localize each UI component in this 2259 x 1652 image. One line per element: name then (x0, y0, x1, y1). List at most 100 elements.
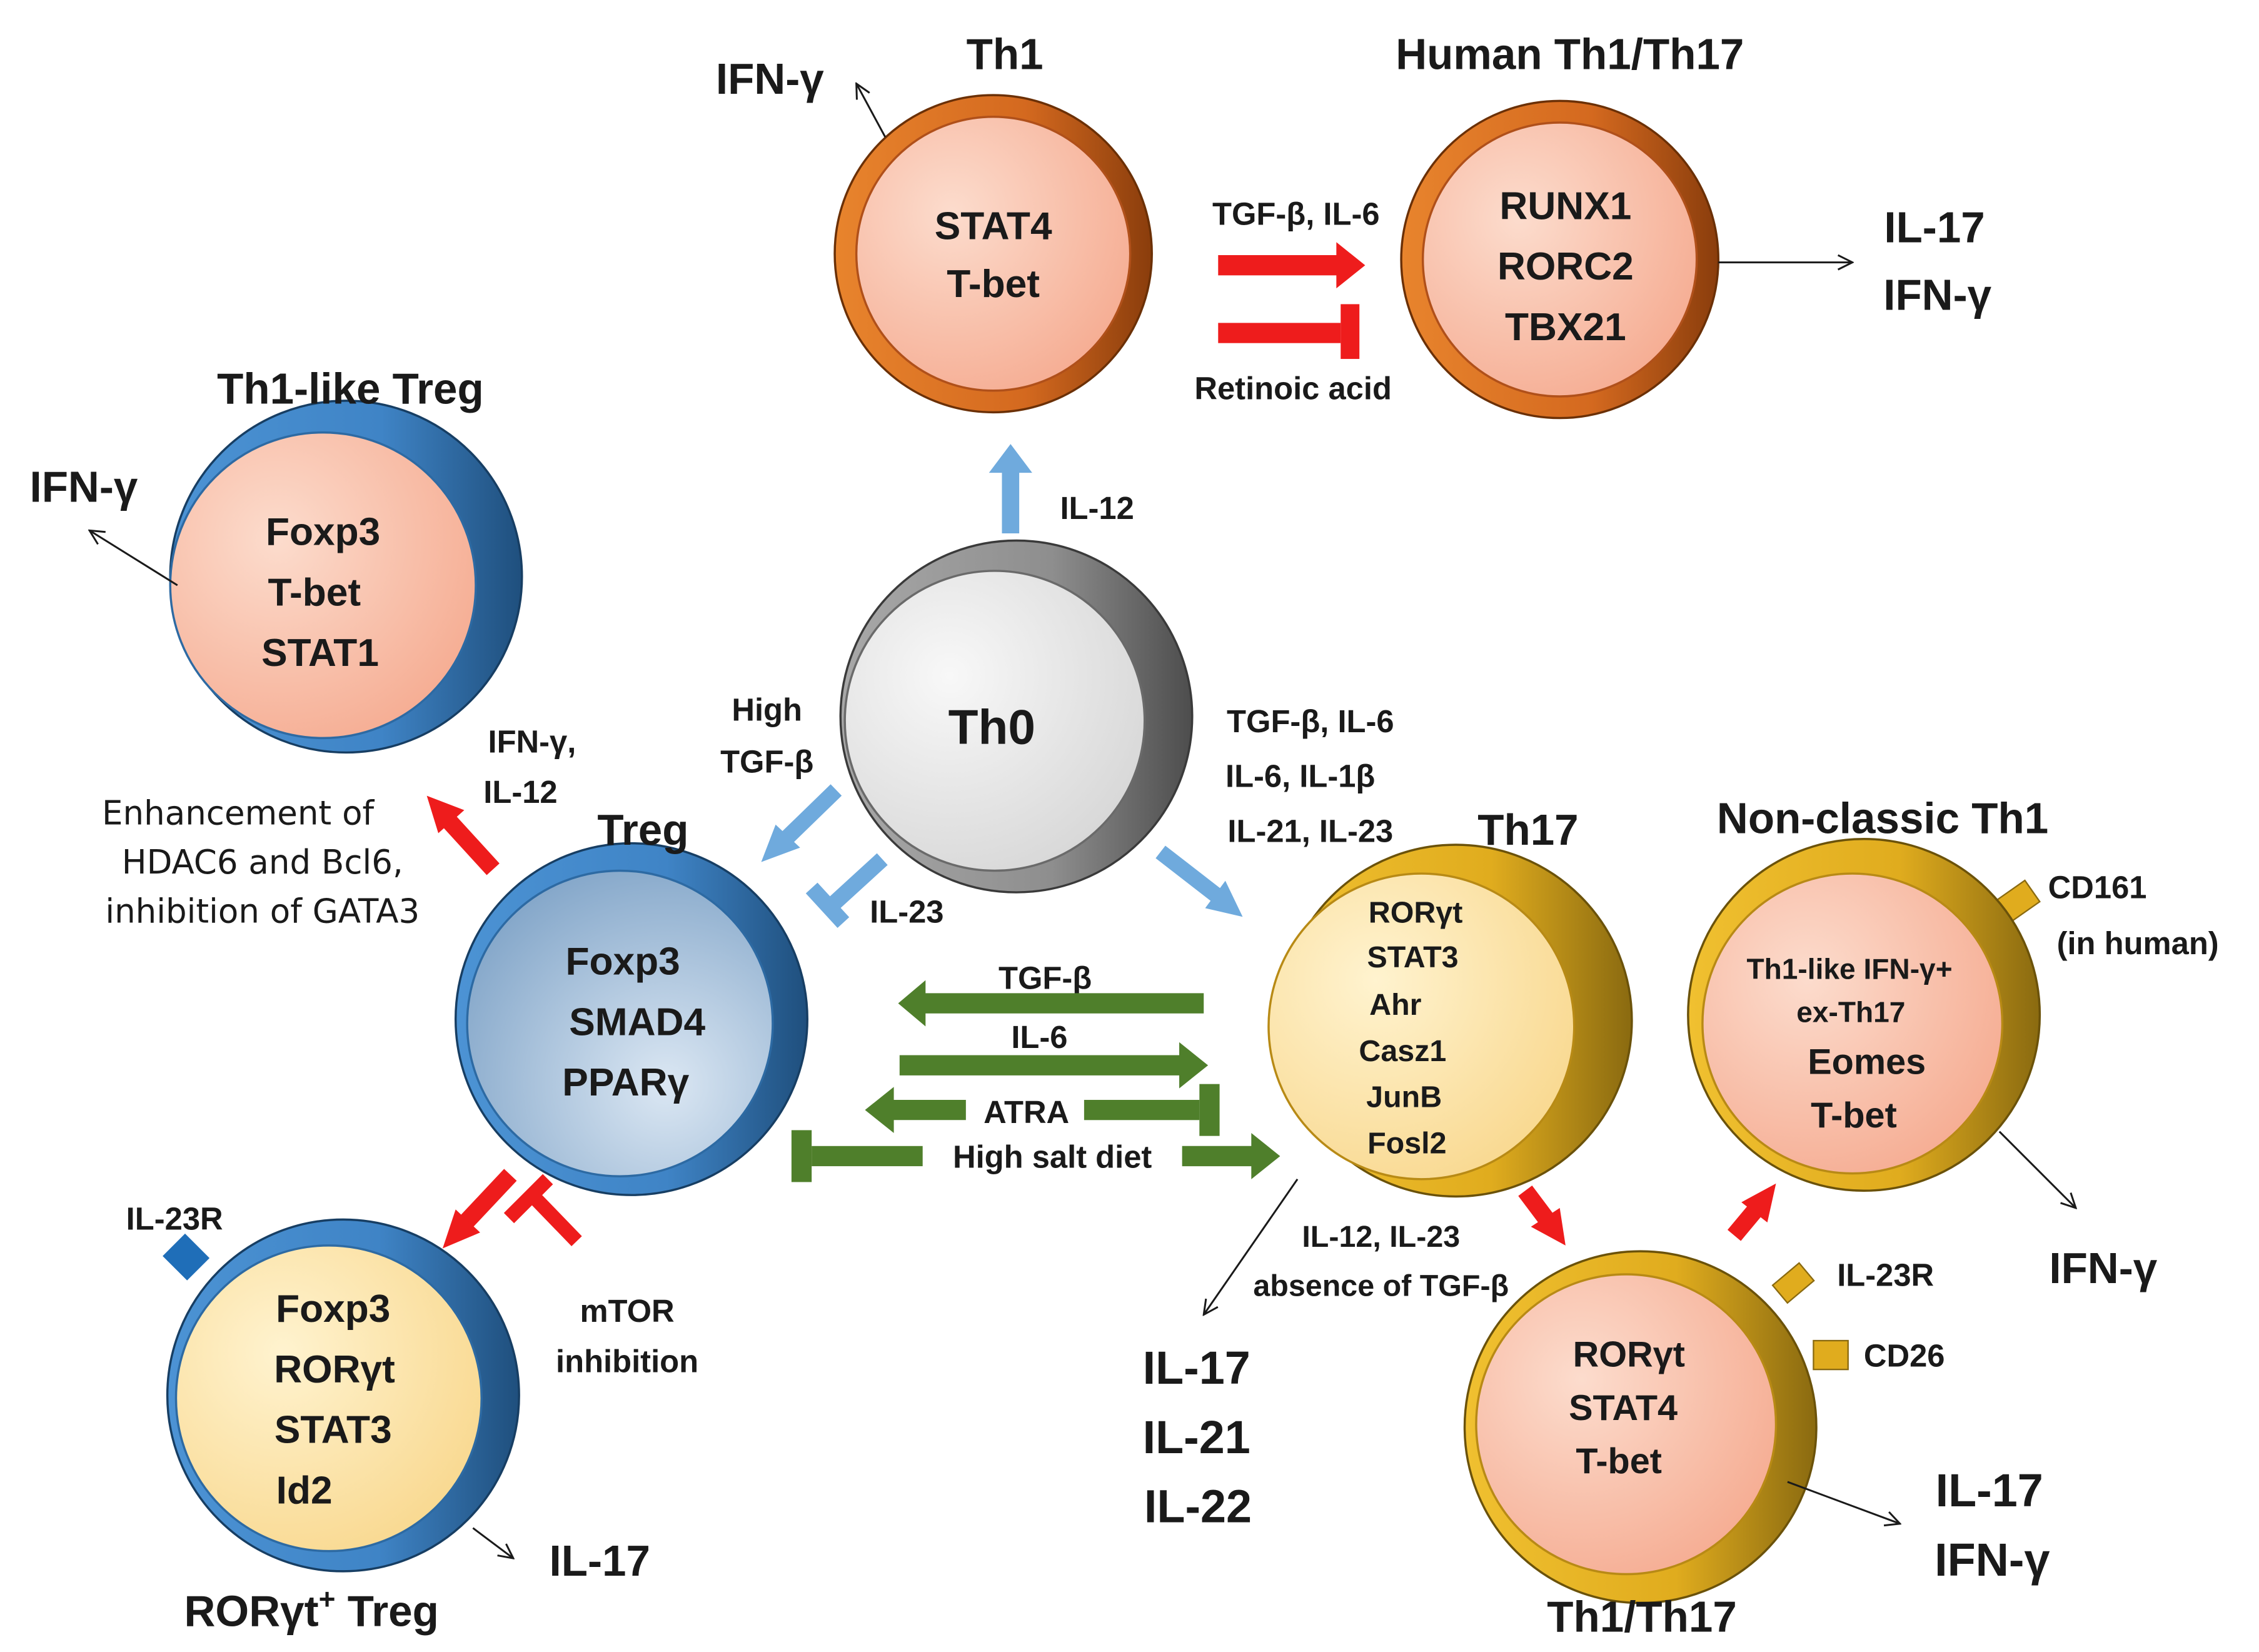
treg-to-th1-like-edge: IFN-γ, IL-12 Enhancement of HDAC6 and Bc… (102, 723, 576, 930)
rorgt-treg-output-arrow (472, 1527, 513, 1558)
red-inhibit-bar (1218, 323, 1341, 343)
blue-high-tgfb-arrowhead (761, 824, 800, 862)
human-output-ifng: IFN-γ (1883, 271, 1991, 320)
blue-th17-arrow (1155, 845, 1224, 903)
th1-marker-tbet: T-bet (947, 263, 1040, 306)
red-treg-to-th1-like-arrowhead (426, 795, 465, 834)
red-inhibit-cap (1341, 304, 1360, 360)
th1-to-human-edge: TGF-β, IL-6 Retinoic acid (1194, 196, 1392, 406)
treg-th17-edges: TGF-β IL-6 ATRA High salt diet (791, 960, 1280, 1182)
th17-inducer-3: IL-21, IL-23 (1227, 813, 1393, 849)
th1th17-title: Th1/Th17 (1547, 1593, 1737, 1641)
green-atra-arrow-left (865, 1087, 966, 1134)
th1-like-marker-tbet: T-bet (268, 571, 361, 614)
cd26-receptor (1813, 1339, 1849, 1371)
il23r-receptor-blue (163, 1233, 210, 1281)
treg-title: Treg (597, 805, 688, 854)
th17-inducer-1: TGF-β, IL-6 (1227, 703, 1394, 739)
th1-output-ifng: IFN-γ (716, 54, 824, 103)
th1-title: Th1 (967, 30, 1044, 79)
rorgt-treg-marker-stat3: STAT3 (274, 1409, 392, 1452)
red-th17-to-th1th17-arrowhead (1531, 1207, 1566, 1246)
th17-output-arrow (1204, 1178, 1299, 1315)
th1th17-output-il17: IL-17 (1936, 1464, 2043, 1516)
th1-like-output-arrow (89, 530, 178, 587)
human-marker-runx1: RUNX1 (1499, 184, 1631, 228)
th1-like-marker-foxp3: Foxp3 (266, 510, 380, 553)
atra-label: ATRA (984, 1094, 1069, 1130)
green-salt-inhibit-bar (812, 1146, 923, 1167)
treg-marker-foxp3: Foxp3 (566, 940, 680, 983)
th1th17-receptor-cd26: CD26 (1864, 1338, 1945, 1374)
treg-cell: Treg Foxp3 SMAD4 PPARγ (454, 805, 808, 1196)
th1th17-receptor-il23r: IL-23R (1837, 1257, 1934, 1292)
non-classic-output-ifng: IFN-γ (2049, 1244, 2157, 1292)
red-treg-to-rorgt-arrowhead (442, 1209, 480, 1249)
non-classic-title: Non-classic Th1 (1717, 794, 2048, 843)
high-salt-label: High salt diet (953, 1139, 1152, 1174)
th0-cell: Th0 (839, 539, 1194, 894)
th1-cell: Th1 STAT4 T-bet IFN-γ (716, 30, 1153, 414)
th17-output-il22: IL-22 (1144, 1481, 1252, 1533)
th1-th17-cell: IL-23R CD26 RORγt STAT4 T-bet IL-17 IFN-… (1463, 1250, 2050, 1641)
th1th17-output-ifng: IFN-γ (1934, 1534, 2050, 1586)
blue-th17-arrowhead (1205, 880, 1243, 917)
tgfb-il6-label-top: TGF-β, IL-6 (1212, 196, 1380, 232)
th1th17-output-arrow (1787, 1481, 1900, 1524)
human-marker-rorc2: RORC2 (1497, 245, 1634, 288)
in-human-label: (in human) (2057, 925, 2219, 961)
th17-marker-ahr: Ahr (1369, 988, 1422, 1022)
blue-high-tgfb-arrow (780, 784, 842, 845)
human-marker-tbx21: TBX21 (1505, 306, 1626, 349)
mtor-label: mTOR (580, 1293, 674, 1329)
non-classic-marker-2: ex-Th17 (1796, 996, 1905, 1029)
th17-cell: Th17 RORγt STAT3 Ahr Casz1 JunB Fosl2 IL… (1143, 805, 1633, 1533)
tgfb-high-label: TGF-β (720, 744, 813, 780)
tgfb-green-label: TGF-β (999, 960, 1092, 996)
rorgt-treg-output-il17: IL-17 (550, 1536, 650, 1585)
th17-marker-stat3: STAT3 (1367, 940, 1458, 974)
non-classic-output-arrow (1998, 1131, 2076, 1208)
th17-inducer-2: IL-6, IL-1β (1225, 758, 1375, 794)
green-atra-inhibit-cap (1199, 1084, 1220, 1136)
treg-marker-ppar: PPARγ (562, 1061, 689, 1104)
red-treg-to-rorgt-arrow (458, 1169, 517, 1230)
th1-like-output-ifng: IFN-γ (29, 462, 138, 511)
enhancement-line-2: HDAC6 and Bcl6, (122, 843, 403, 882)
retinoic-acid-label: Retinoic acid (1194, 371, 1392, 406)
il12-il23-label: IL-12, IL-23 (1302, 1220, 1460, 1254)
il12-small-label: IL-12 (483, 774, 557, 810)
th17-marker-rorgt: RORγt (1369, 895, 1463, 929)
th17-marker-casz1: Casz1 (1359, 1034, 1446, 1068)
absence-tgfb-label: absence of TGF-β (1253, 1269, 1509, 1303)
human-output-il17: IL-17 (1884, 203, 1985, 251)
red-promote-arrow (1218, 242, 1366, 289)
th1th17-to-nonclassic-edge (1727, 1183, 1776, 1241)
green-tgfb-arrow (898, 980, 1204, 1027)
rorgt-treg-cell: IL-23R Foxp3 RORγt STAT3 Id2 IL-17 RORγt… (126, 1201, 650, 1636)
red-to-nonclassic-arrowhead (1741, 1183, 1776, 1222)
red-mtor-inhibit-line (528, 1191, 582, 1246)
non-classic-marker-3: Eomes (1808, 1042, 1926, 1082)
th0-title: Th0 (948, 700, 1035, 755)
th17-title: Th17 (1477, 805, 1578, 854)
rorgt-treg-marker-foxp3: Foxp3 (276, 1287, 390, 1331)
th0-to-treg-edge: High TGF-β IL-23 (720, 692, 943, 930)
green-atra-inhibit-bar (1084, 1100, 1200, 1121)
th1th17-marker-stat4: STAT4 (1569, 1388, 1678, 1428)
rorgt-treg-marker-rorgt: RORγt (274, 1348, 395, 1391)
th1-output-arrow (857, 84, 887, 138)
th0-to-th1-edge: IL-12 (989, 444, 1134, 534)
inhibition-label: inhibition (556, 1344, 698, 1379)
treg-to-rorgt-treg-edge: mTOR inhibition (442, 1169, 698, 1379)
enhancement-line-1: Enhancement of (102, 794, 375, 833)
il23-label: IL-23 (870, 894, 943, 929)
th17-marker-junb: JunB (1366, 1080, 1442, 1114)
green-il6-arrow (899, 1042, 1209, 1089)
th0-to-th17-edge: TGF-β, IL-6 IL-6, IL-1β IL-21, IL-23 (1155, 703, 1394, 917)
blue-il23-inhibit-line (826, 853, 888, 912)
enhancement-line-3: inhibition of GATA3 (105, 892, 420, 930)
rorgt-treg-title: RORγt+ Treg (184, 1583, 439, 1636)
blue-il23-inhibit-cap (805, 882, 850, 929)
